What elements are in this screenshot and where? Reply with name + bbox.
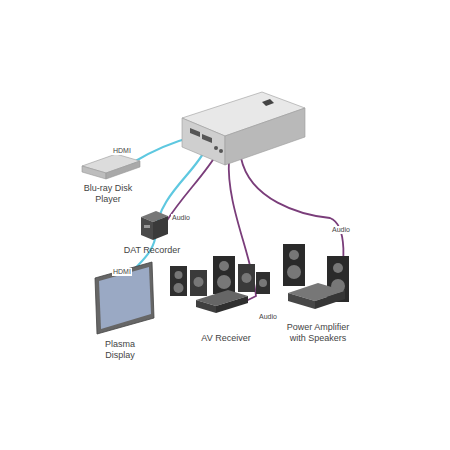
- signal-label: Audio: [171, 214, 191, 222]
- device-caption: AV Receiver: [191, 333, 261, 344]
- caption-text: Plasma Display: [98, 339, 143, 361]
- signal-label: HDMI: [112, 268, 132, 276]
- audio-cable: [166, 152, 218, 222]
- dat-recorder-icon: [141, 211, 168, 240]
- cables: [132, 136, 343, 302]
- power-amplifier-icon: [283, 244, 349, 309]
- av-receiver-icon: [170, 256, 270, 313]
- signal-label: Audio: [331, 226, 351, 234]
- signal-label: Audio: [258, 313, 278, 321]
- caption-text: Blu-ray Disk Player: [83, 183, 133, 205]
- caption-text: Power Amplifier with Speakers: [278, 322, 358, 344]
- bluray-player-icon: [82, 154, 140, 179]
- device-caption: DAT Recorder: [112, 245, 192, 256]
- device-caption: Blu-ray Disk Player: [83, 183, 133, 205]
- device-caption: Power Amplifier with Speakers: [278, 322, 358, 344]
- signal-label: HDMI: [112, 147, 132, 155]
- kramer-device: [182, 92, 305, 165]
- caption-text: AV Receiver: [191, 333, 261, 344]
- device-caption: Plasma Display: [98, 339, 143, 361]
- plasma-display-icon: [95, 262, 154, 334]
- caption-text: DAT Recorder: [112, 245, 192, 256]
